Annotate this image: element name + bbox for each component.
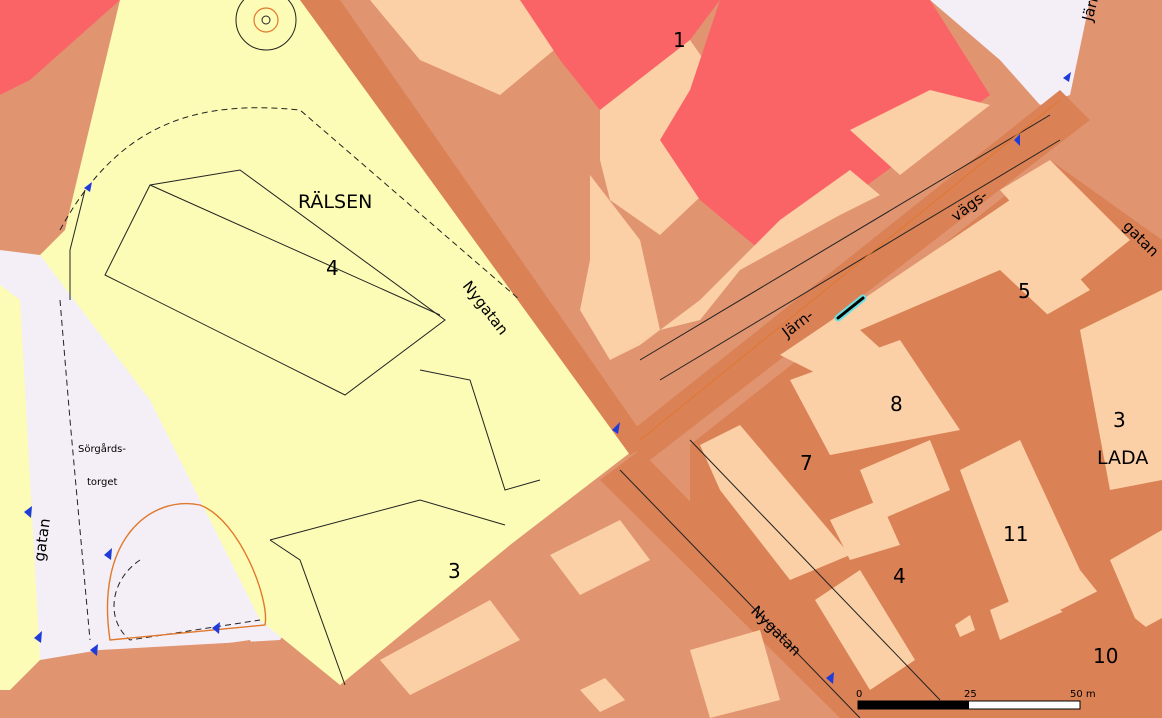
plot-number: 1: [673, 28, 686, 52]
ralsen-park-area: [40, 0, 640, 685]
arrow-icon: [84, 182, 92, 192]
arrow-icon: [1014, 134, 1020, 146]
square-label-line1: Sörgårds-: [78, 442, 126, 455]
building-3b: [550, 520, 650, 595]
building-3-small: [1120, 430, 1160, 465]
building-top-left: [0, 0, 120, 95]
park-strip-left: [0, 285, 40, 690]
plot-number: 7: [800, 451, 813, 475]
block-3-lower: [370, 555, 800, 718]
roundabout: [235, 0, 297, 51]
building-4b: [990, 570, 1100, 640]
building-1a: [370, 0, 560, 95]
district-label-ralsen: RÄLSEN: [298, 190, 372, 213]
block-bottom-left: [40, 640, 290, 718]
arrow-icon: [104, 548, 112, 560]
building-11: [960, 440, 1080, 605]
building-1d: [850, 90, 990, 175]
building-3d: [580, 678, 625, 712]
arrow-icon: [34, 631, 42, 643]
plot-number: 3: [1113, 408, 1126, 432]
arrow-icon: [90, 644, 98, 656]
plot-number: 10: [1093, 644, 1118, 668]
light-area-top-right: [930, 0, 1090, 105]
building-10b: [1060, 590, 1162, 680]
building-7b: [860, 440, 950, 520]
curb-outline: [106, 503, 267, 641]
arrow-icon: [1063, 72, 1071, 82]
plot-number: 8: [890, 392, 903, 416]
building-5a: [1000, 160, 1130, 280]
arrow-icon: [212, 622, 220, 634]
arrow-icon: [612, 422, 620, 434]
building-4a: [815, 570, 915, 690]
scale-label-50: 50 m: [1070, 689, 1096, 700]
building-1-red-top: [520, 0, 720, 110]
district-label-lada: LADA: [1097, 447, 1148, 469]
direction-markers: [24, 72, 1071, 684]
building-5c: [860, 270, 1080, 420]
boundary-line: [639, 99, 1061, 441]
scale-label-0: 0: [856, 689, 862, 700]
scale-label-25: 25: [964, 689, 977, 700]
building-1c: [580, 175, 660, 360]
building-7c: [830, 500, 900, 560]
plot-number: 4: [893, 564, 906, 588]
block-top-left: [0, 80, 50, 200]
road-outlines: [69, 114, 1061, 718]
street-label-gatan-left: gatan: [30, 517, 54, 562]
nygatan-street-surface: [300, 0, 650, 455]
plot-number: 11: [1003, 522, 1028, 546]
square-label-line2: torget: [87, 477, 117, 488]
plot-number: 3: [448, 559, 461, 583]
building-1-edge: [610, 170, 880, 360]
arrow-icon: [826, 672, 834, 684]
sorgards-torget-area: [0, 250, 300, 660]
building-7: [700, 425, 850, 580]
highlighted-segment[interactable]: [834, 294, 867, 322]
arrow-icon: [24, 506, 32, 518]
building-8a: [790, 340, 960, 455]
scale-bar: 0 25 50 m: [856, 689, 1096, 710]
plot-number: 5: [1018, 279, 1031, 303]
plot-number: 4: [326, 256, 339, 280]
building-10a: [1110, 530, 1162, 630]
building-3c: [690, 630, 780, 718]
building-small-1: [955, 615, 975, 637]
building-1-red-main: [660, 0, 990, 250]
jarnvagsgatan-street-surface: [620, 90, 1090, 460]
building-3a: [380, 600, 520, 695]
